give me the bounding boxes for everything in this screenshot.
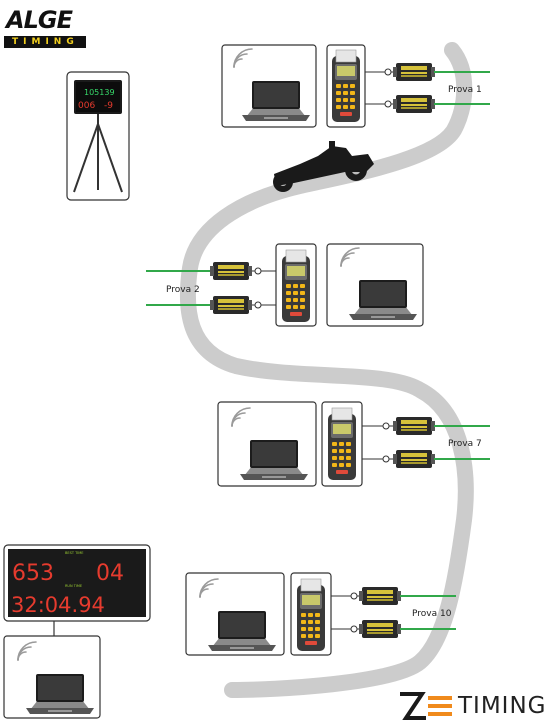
tripod-bottom-right: -9 [104, 101, 113, 111]
alge-name: ALGE [6, 6, 73, 34]
printer-icon [296, 578, 326, 652]
stage-label: Prova 10 [412, 609, 452, 619]
laptop-icon [240, 440, 308, 480]
stage-7-group: Prova 7 [217, 401, 490, 487]
connector-node [254, 267, 262, 275]
timer-module-icon [393, 450, 435, 468]
laptop-icon [349, 280, 417, 320]
connector-node [382, 422, 390, 430]
stage-label: Prova 7 [448, 439, 482, 449]
partner-name: TIMING [458, 693, 546, 719]
stage-label: Prova 1 [448, 85, 482, 95]
timer-module-icon [359, 587, 401, 605]
timer-module-icon [393, 95, 435, 113]
timer-module-icon [210, 262, 252, 280]
zs-logo-mark [400, 692, 452, 720]
race-car-icon [273, 141, 374, 192]
tripod-top-value: 105139 [84, 88, 115, 97]
scoreboard-row2-value: 32:04.94 [11, 593, 105, 617]
race-track [179, 42, 474, 698]
stage-10-group: Prova 10 [185, 572, 456, 656]
connector-node [384, 100, 392, 108]
scoreboard-header-1: BEST TIME [65, 551, 84, 555]
scoreboard-row1-left: 653 [12, 561, 54, 586]
timer-module-icon [393, 417, 435, 435]
alge-tagline: TIMING [12, 37, 79, 47]
stage-2-group: Prova 2 [146, 243, 424, 327]
printer-icon [281, 249, 311, 323]
printer-icon [331, 49, 361, 123]
tripod-bottom-left: 006 [78, 101, 95, 111]
alge-logo: ALGE TIMING [4, 6, 86, 48]
connector-node [382, 455, 390, 463]
timer-module-icon [210, 296, 252, 314]
scoreboard-header-2: RUN TIME [65, 584, 82, 588]
connector-node [254, 301, 262, 309]
stage-1-group: Prova 1 [221, 44, 490, 128]
connector-node [384, 68, 392, 76]
laptop-icon [208, 611, 276, 651]
stage-label: Prova 2 [166, 285, 200, 295]
connector-node [350, 592, 358, 600]
alge-bar [4, 36, 86, 48]
scoreboard-row1-right: 04 [96, 561, 124, 586]
tripod-display-icon: 105139 006 -9 [66, 71, 130, 201]
scoreboard-icon: BEST TIME 653 04 RUN TIME 32:04.94 [3, 544, 151, 636]
laptop-icon [26, 674, 94, 714]
timer-module-icon [393, 63, 435, 81]
printer-icon [327, 407, 357, 481]
zs-timing-logo: TIMING [398, 690, 546, 722]
connector-node [350, 625, 358, 633]
laptop-icon [242, 81, 310, 121]
timer-module-icon [359, 620, 401, 638]
